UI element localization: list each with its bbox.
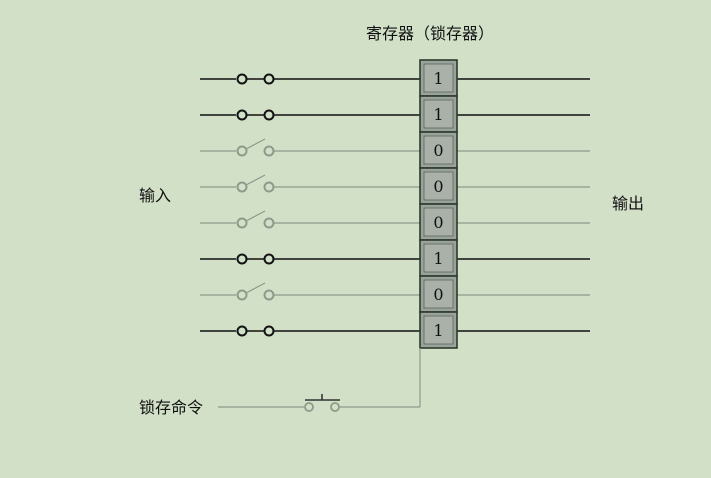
cell-value: 0 — [433, 213, 443, 232]
switch-contact — [236, 253, 248, 265]
cell-value: 0 — [433, 141, 443, 160]
latch-command-label: 锁存命令 — [139, 398, 204, 417]
switch-open-blade — [245, 210, 266, 222]
latch-contact — [304, 402, 314, 412]
switch-open-blade — [245, 282, 266, 294]
cell-inner — [423, 171, 454, 201]
bit-line-8 — [200, 325, 590, 337]
switch-contact — [263, 73, 275, 85]
switch-contact — [263, 253, 275, 265]
cell-value: 1 — [433, 105, 443, 124]
bit-line-5 — [200, 210, 590, 229]
switch-contact — [236, 73, 248, 85]
output-label: 输出 — [612, 194, 645, 213]
cell-inner — [423, 279, 454, 309]
register-cell-8: 1 — [419, 311, 458, 349]
register-cell-4: 0 — [419, 167, 458, 205]
switch-contact — [263, 181, 275, 193]
bit-line-4 — [200, 174, 590, 193]
switch-contact — [236, 289, 248, 301]
switch-contact — [263, 217, 275, 229]
register-cell-3: 0 — [419, 131, 458, 169]
cell-value: 0 — [433, 285, 443, 304]
switch-open-blade — [245, 138, 266, 150]
switch-contact — [263, 289, 275, 301]
switch-contact — [236, 217, 248, 229]
cell-inner — [423, 99, 454, 129]
switch-contact — [236, 181, 248, 193]
cell-inner — [423, 243, 454, 273]
cell-value: 0 — [433, 177, 443, 196]
switch-open-blade — [245, 174, 266, 186]
cell-inner — [423, 207, 454, 237]
bit-line-7 — [200, 282, 590, 301]
switch-contact — [236, 109, 248, 121]
register-cell-2: 1 — [419, 95, 458, 133]
register-title: 寄存器（锁存器） — [366, 24, 495, 43]
register-cell-1: 1 — [419, 59, 458, 97]
register-cell-6: 1 — [419, 239, 458, 277]
cell-value: 1 — [433, 69, 443, 88]
latch-contact — [330, 402, 340, 412]
switch-contact — [236, 325, 248, 337]
bit-line-1 — [200, 73, 590, 85]
input-label: 输入 — [139, 186, 172, 205]
cell-inner — [423, 63, 454, 93]
cell-value: 1 — [433, 321, 443, 340]
switch-contact — [236, 145, 248, 157]
bit-line-3 — [200, 138, 590, 157]
register-cell-7: 0 — [419, 275, 458, 313]
bit-line-6 — [200, 253, 590, 265]
bit-line-2 — [200, 109, 590, 121]
switch-contact — [263, 109, 275, 121]
switch-contact — [263, 325, 275, 337]
register-cell-5: 0 — [419, 203, 458, 241]
cell-inner — [423, 315, 454, 345]
switch-contact — [263, 145, 275, 157]
cell-value: 1 — [433, 249, 443, 268]
cell-inner — [423, 135, 454, 165]
